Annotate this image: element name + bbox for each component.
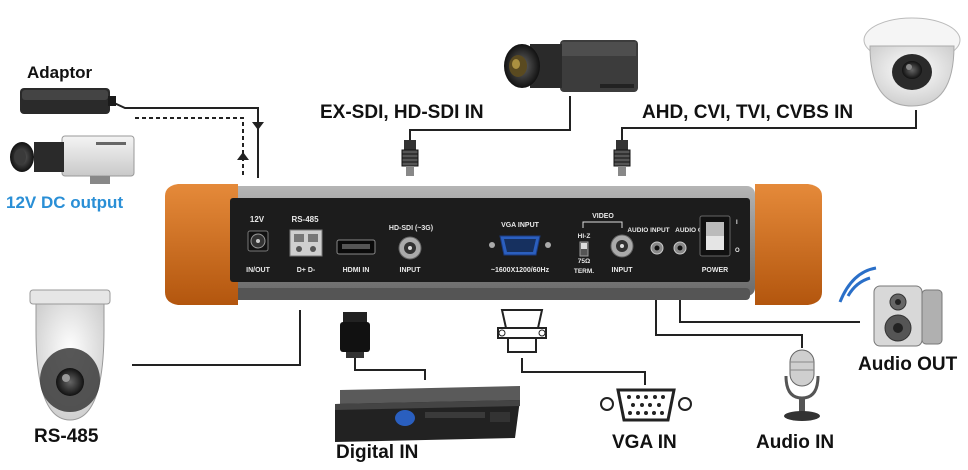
vga-cable <box>521 358 646 385</box>
dome-camera-icon <box>863 17 961 107</box>
panel-75ohm-label: 75Ω <box>578 258 590 265</box>
panel-hdsdi-input-label: INPUT <box>400 267 422 274</box>
adaptor-cable <box>111 101 259 178</box>
panel-vga-label: VGA INPUT <box>501 222 540 229</box>
adaptor-icon <box>20 88 116 114</box>
panel-power-label: POWER <box>702 267 728 274</box>
panel-dpm-label: D+ D- <box>297 267 316 274</box>
right-bumper <box>755 184 822 305</box>
audio-in-label: Audio IN <box>756 432 834 453</box>
ptz-camera-icon <box>29 289 111 421</box>
vga-connector-icon <box>497 309 547 353</box>
box-camera-icon <box>10 135 135 184</box>
dc-output-arrow <box>237 152 249 160</box>
panel-vga-res-label: ~1600X1200/60Hz <box>491 267 550 274</box>
tester-device: 12V IN/OUT RS-485 D+ D- HDMI IN HD-SDI (… <box>165 184 822 305</box>
rs485-cable <box>132 310 301 366</box>
vga-connector-icon <box>600 388 692 422</box>
ahd-label: AHD, CVI, TVI, CVBS IN <box>642 102 853 123</box>
svg-text:I: I <box>736 220 738 226</box>
rs485-label: RS-485 <box>34 426 99 447</box>
audio-out-cable <box>679 300 860 323</box>
panel-hdmi-label: HDMI IN <box>343 267 370 274</box>
exsdi-label: EX-SDI, HD-SDI IN <box>320 102 484 123</box>
digital-in-label: Digital IN <box>336 442 418 463</box>
panel-hiz-label: HI-Z <box>578 233 591 240</box>
hdmi-plug-icon <box>340 312 370 358</box>
speaker-icon <box>838 266 943 347</box>
exsdi-cable <box>409 96 571 142</box>
connection-wires <box>111 96 917 385</box>
vga-in-label: VGA IN <box>612 432 677 453</box>
panel-video-input-label: INPUT <box>612 267 634 274</box>
microphone-icon <box>784 349 820 421</box>
box-camera-icon <box>504 40 638 92</box>
connector-panel <box>230 198 750 282</box>
audio-out-label: Audio OUT <box>858 354 958 375</box>
audio-in-cable <box>655 300 803 348</box>
dvr-icon <box>335 386 520 442</box>
adaptor-label: Adaptor <box>27 63 93 82</box>
svg-text:O: O <box>735 248 740 254</box>
panel-term-label: TERM. <box>574 268 594 275</box>
panel-rs485-label: RS-485 <box>291 215 319 224</box>
dc-output-label: 12V DC output <box>6 193 123 212</box>
device-base <box>180 288 750 300</box>
adaptor-arrow <box>252 122 264 130</box>
left-bumper <box>165 184 238 305</box>
panel-12v-label: 12V <box>250 215 265 224</box>
rs485-terminal[interactable] <box>289 229 323 257</box>
bnc-connector-icon <box>401 140 419 176</box>
dc-output-cable <box>135 117 244 178</box>
ahd-cable <box>621 110 917 142</box>
panel-hdsdi-label: HD-SDI (~3G) <box>389 225 433 232</box>
panel-video-label: VIDEO <box>592 213 614 220</box>
bnc-connector-icon <box>613 140 631 176</box>
panel-inout-label: IN/OUT <box>246 267 270 274</box>
hdmi-cable <box>354 355 426 380</box>
